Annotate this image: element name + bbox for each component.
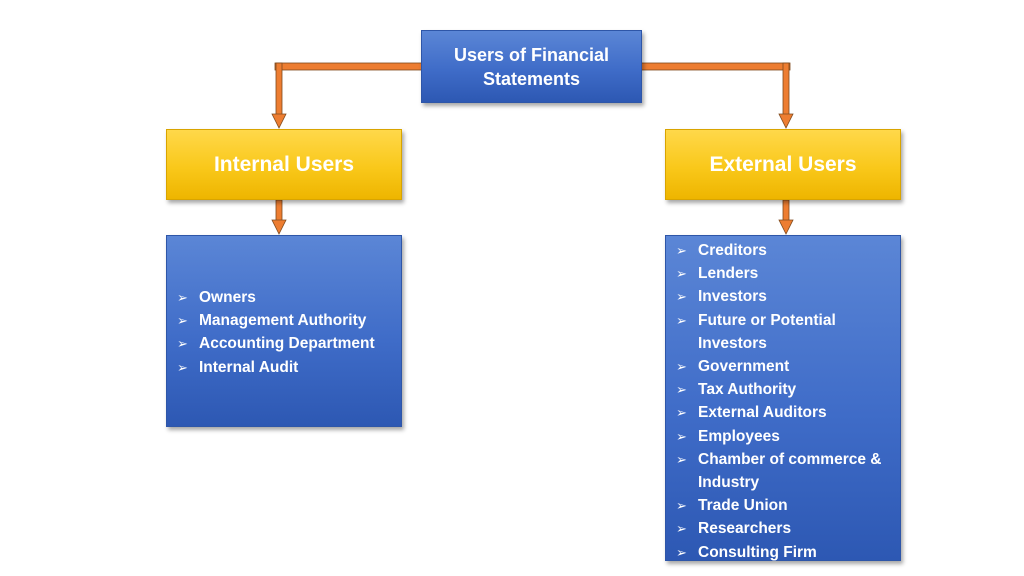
internal-users-list: Owners Management Authority Accounting D… (177, 286, 401, 379)
connector-right-vertical (782, 62, 790, 116)
external-users-list: Creditors Lenders Investors Future or Po… (676, 239, 900, 564)
external-users-list-box: Creditors Lenders Investors Future or Po… (665, 235, 901, 564)
connector-external-down (782, 199, 790, 222)
external-users-node: External Users (665, 129, 901, 200)
list-item: Researchers (676, 517, 900, 540)
connector-left-vertical (275, 62, 283, 116)
connector-right-horizontal (640, 62, 791, 71)
arrowhead-external-list (778, 219, 794, 235)
root-title: Users of Financial Statements (453, 44, 610, 89)
internal-users-node: Internal Users (166, 129, 402, 200)
arrowhead-internal-list (271, 219, 287, 235)
list-item: Management Authority (177, 309, 401, 332)
arrowhead-right-top (778, 113, 794, 129)
list-item: Accounting Department (177, 332, 401, 355)
connector-left-horizontal (274, 62, 423, 71)
list-item: Investors (676, 285, 900, 308)
list-item: Consulting Firm (676, 541, 900, 564)
list-item: External Auditors (676, 401, 900, 424)
list-item: Employees (676, 425, 900, 448)
root-node: Users of Financial Statements (421, 30, 642, 103)
list-item: Lenders (676, 262, 900, 285)
list-item: Owners (177, 286, 401, 309)
list-item: Internal Audit (177, 356, 401, 379)
list-item: Future or Potential Investors (676, 309, 900, 355)
list-item: Trade Union (676, 494, 900, 517)
list-item: Government (676, 355, 900, 378)
list-item: Tax Authority (676, 378, 900, 401)
internal-users-list-box: Owners Management Authority Accounting D… (166, 235, 402, 427)
list-item: Chamber of commerce & Industry (676, 448, 900, 494)
list-item: Creditors (676, 239, 900, 262)
external-users-title: External Users (709, 152, 857, 176)
internal-users-title: Internal Users (213, 152, 355, 176)
connector-internal-down (275, 199, 283, 222)
arrowhead-left-top (271, 113, 287, 129)
